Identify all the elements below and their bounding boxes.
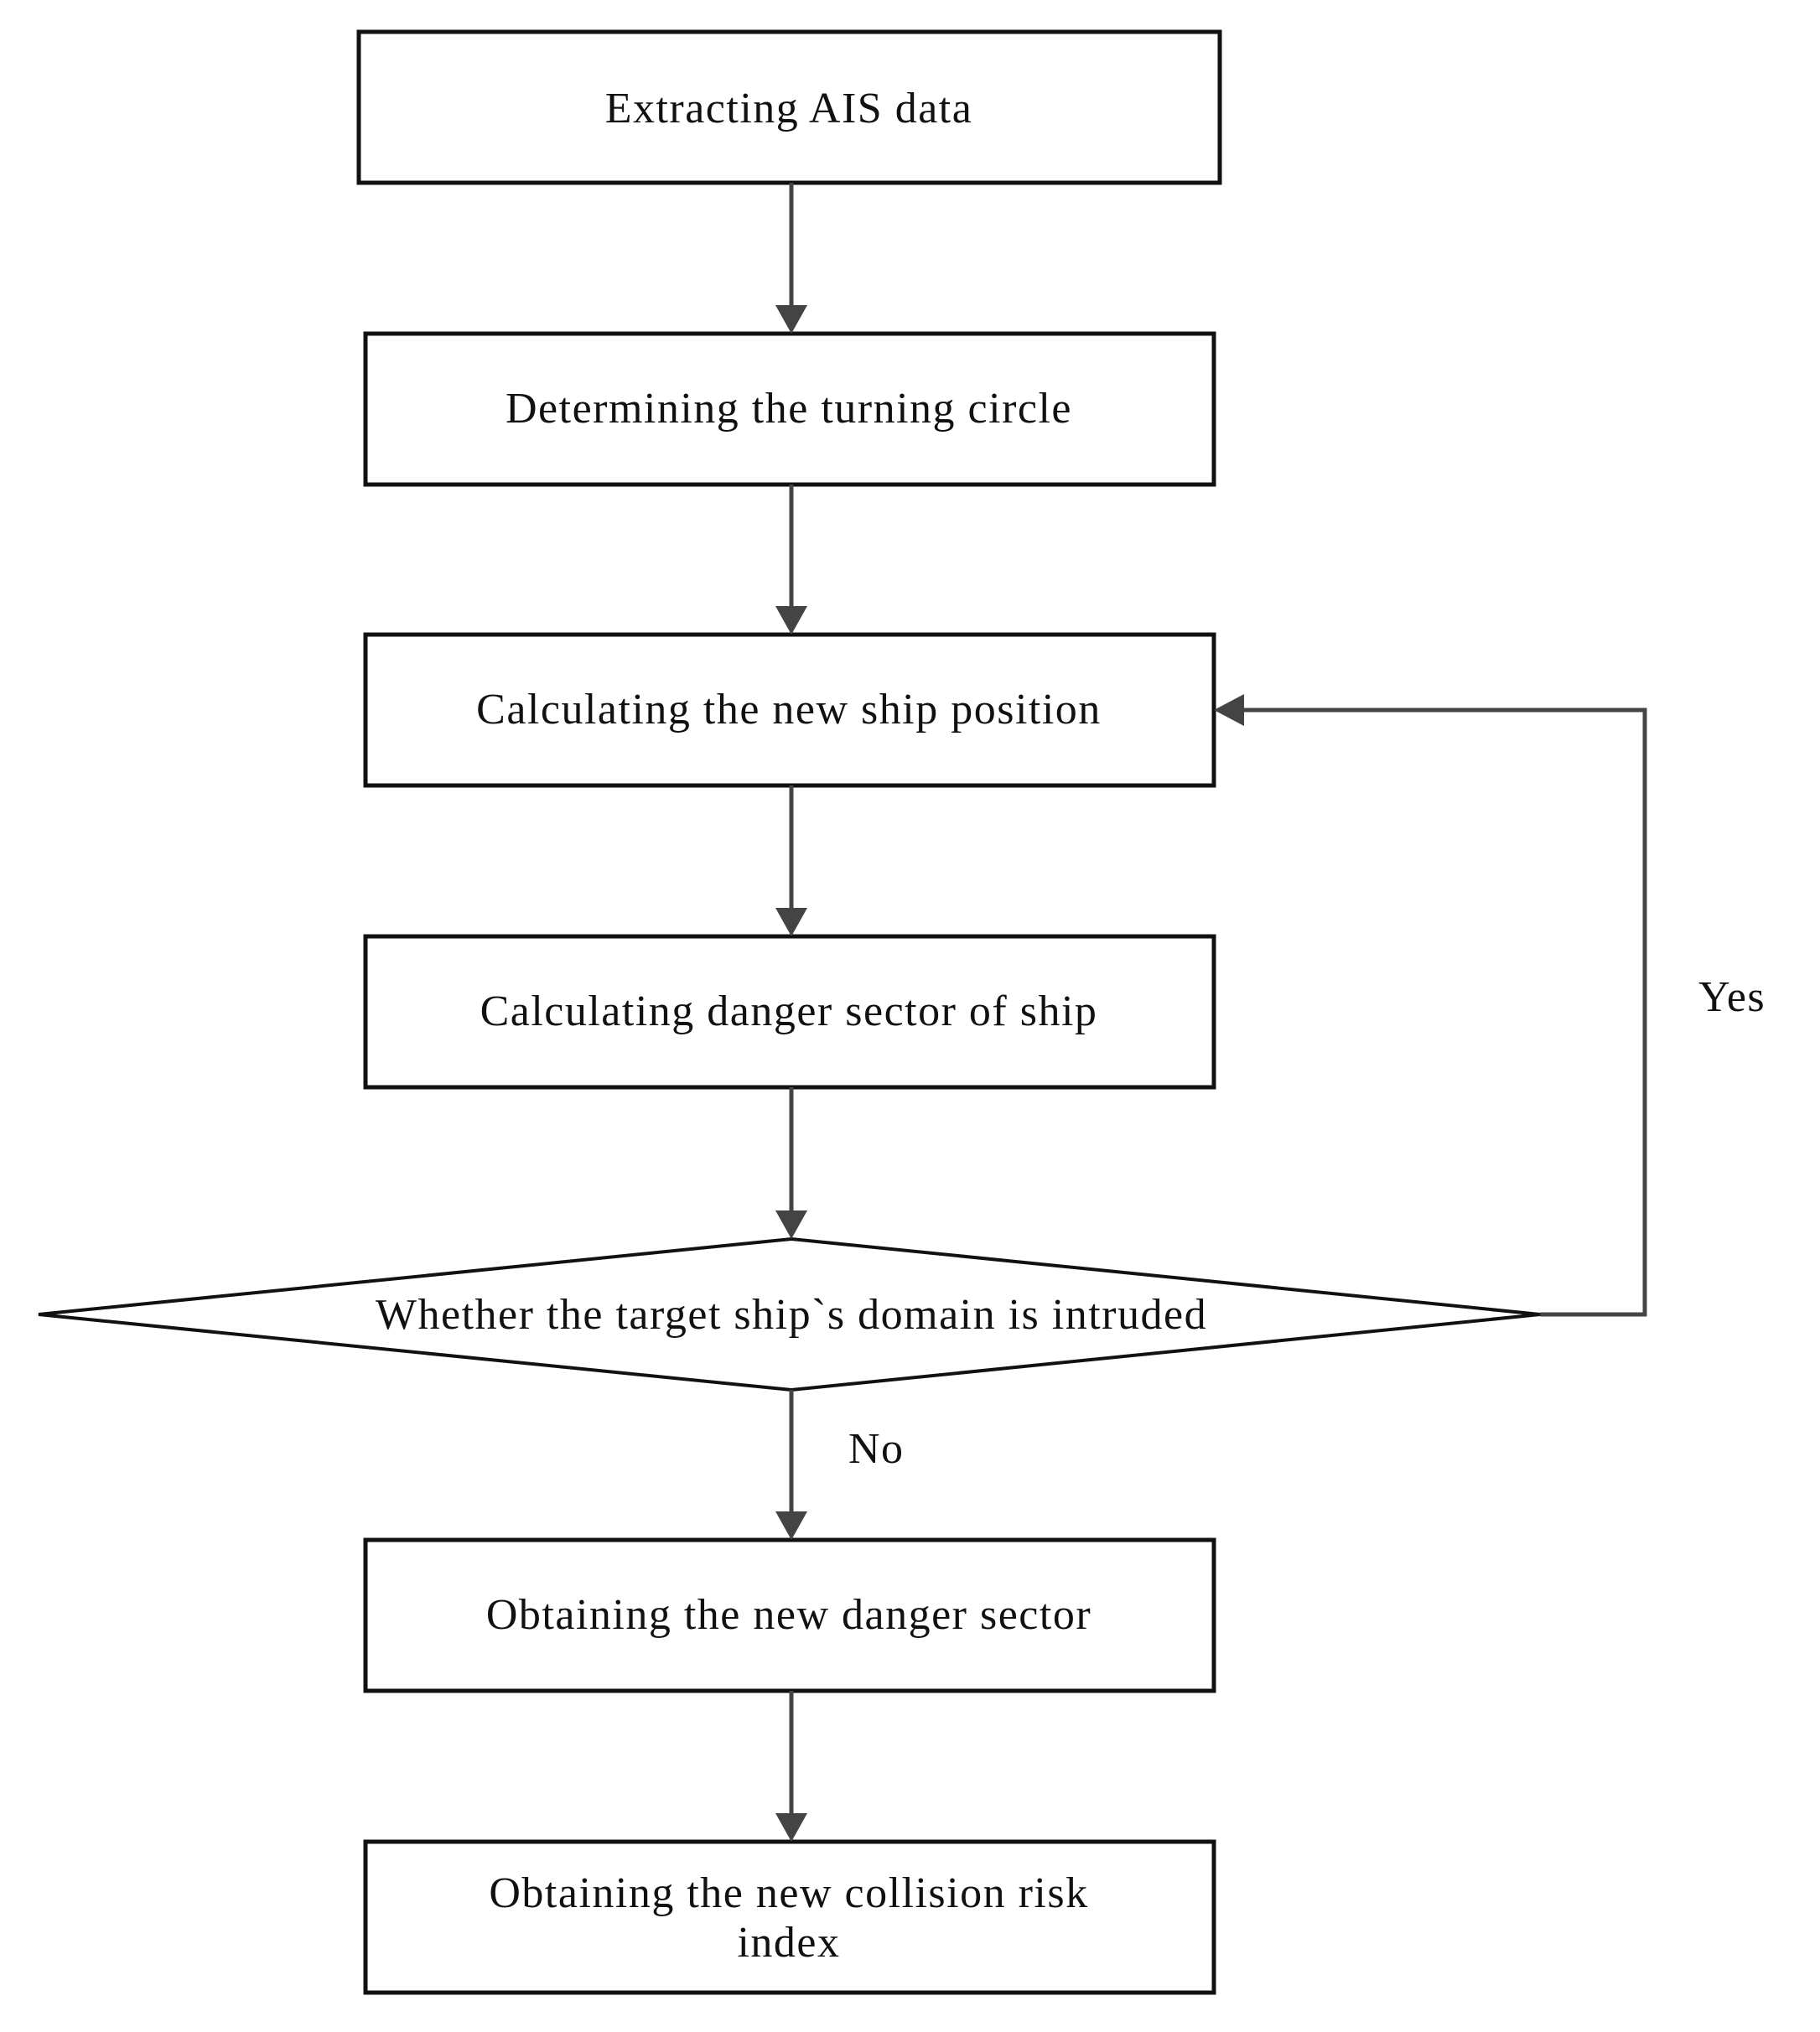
node-label: Calculating the new ship position bbox=[476, 686, 1102, 733]
node-extracting-ais-data: Extracting AIS data bbox=[356, 29, 1222, 185]
node-calculating-danger-sector: Calculating danger sector of ship bbox=[363, 934, 1216, 1090]
edge-turning-to-position bbox=[775, 485, 807, 635]
node-label: Calculating danger sector of ship bbox=[480, 987, 1098, 1035]
arrowhead bbox=[775, 1813, 807, 1842]
arrowhead bbox=[775, 908, 807, 936]
edge-position-to-danger-sector bbox=[775, 785, 807, 936]
node-obtaining-new-danger-sector: Obtaining the new danger sector bbox=[363, 1537, 1216, 1693]
node-box bbox=[363, 934, 1216, 1090]
node-label-line-1: Obtaining the new collision risk bbox=[489, 1869, 1088, 1917]
arrowhead bbox=[1214, 694, 1244, 726]
node-box bbox=[363, 331, 1216, 487]
arrowhead bbox=[775, 305, 807, 334]
node-label: Obtaining the new danger sector bbox=[486, 1591, 1091, 1639]
edge-extract-to-turning bbox=[775, 183, 807, 334]
edge-decision-no: No bbox=[775, 1390, 905, 1540]
arrowhead bbox=[775, 1210, 807, 1239]
node-box bbox=[356, 29, 1222, 185]
arrowhead bbox=[775, 1511, 807, 1540]
no-label: No bbox=[848, 1425, 905, 1473]
node-obtaining-collision-risk-index: Obtaining the new collision risk index bbox=[363, 1839, 1216, 1995]
edge-line bbox=[1242, 708, 1647, 1317]
edge-new-sector-to-risk-index bbox=[775, 1691, 807, 1842]
node-label-line-2: index bbox=[737, 1919, 840, 1967]
node-box bbox=[363, 632, 1216, 788]
yes-label: Yes bbox=[1698, 973, 1766, 1021]
node-label: Determining the turning circle bbox=[506, 385, 1072, 433]
edge-decision-yes-loop: Yes bbox=[1214, 694, 1766, 1317]
node-box bbox=[363, 1537, 1216, 1693]
node-determining-turning-circle: Determining the turning circle bbox=[363, 331, 1216, 487]
arrowhead bbox=[775, 606, 807, 635]
node-decision-domain-intruded: Whether the target ship`s domain is intr… bbox=[38, 1236, 1541, 1392]
node-label: Extracting AIS data bbox=[605, 85, 973, 132]
node-box bbox=[363, 1839, 1216, 1995]
node-label: Whether the target ship`s domain is intr… bbox=[376, 1291, 1207, 1339]
edge-danger-sector-to-decision bbox=[775, 1087, 807, 1239]
node-calculating-new-ship-position: Calculating the new ship position bbox=[363, 632, 1216, 788]
